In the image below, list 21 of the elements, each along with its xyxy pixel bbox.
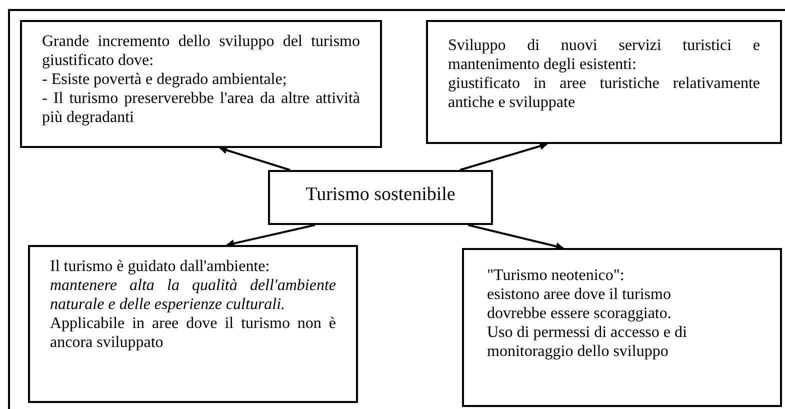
text-box — [462, 248, 782, 407]
box-text: Uso di permessi di accesso e di monitoraggio dello sviluppo — [487, 323, 688, 361]
box-text: esistono aree dove il turismo dovrebbe essere scoraggiato. — [487, 285, 672, 323]
arrow — [226, 224, 316, 248]
text-box — [28, 245, 358, 403]
box-text: Turismo sostenibile — [304, 185, 456, 204]
text-box — [20, 20, 382, 148]
box-text: Il turismo è guidato dall'ambiente: — [50, 257, 271, 276]
arrow — [468, 224, 564, 250]
arrow — [460, 142, 548, 171]
box-text: giustificato in aree turistiche relativamente antiche e sviluppate — [448, 74, 760, 112]
box-text: Applicabile in aree dove il turismo non è ancora sviluppato — [50, 314, 336, 352]
box-text: - Il turismo preserverebbe l'area da altre attività più degradanti — [42, 89, 360, 127]
text-box — [426, 20, 782, 144]
arrow — [219, 146, 290, 171]
box-text: - Esiste povertà e degrado ambientale; — [42, 70, 288, 89]
box-text: "Turismo neotenico": — [487, 266, 626, 285]
box-text: Sviluppo di nuovi servizi turistici e mantenimento degli esistenti: — [448, 36, 760, 74]
box-text: mantenere alta la qualità dell'ambiente naturale e delle esperienze culturali. — [50, 276, 336, 314]
box-text: Grande incremento dello sviluppo del turismo giustificato dove: — [42, 32, 360, 70]
text-box — [268, 170, 493, 225]
